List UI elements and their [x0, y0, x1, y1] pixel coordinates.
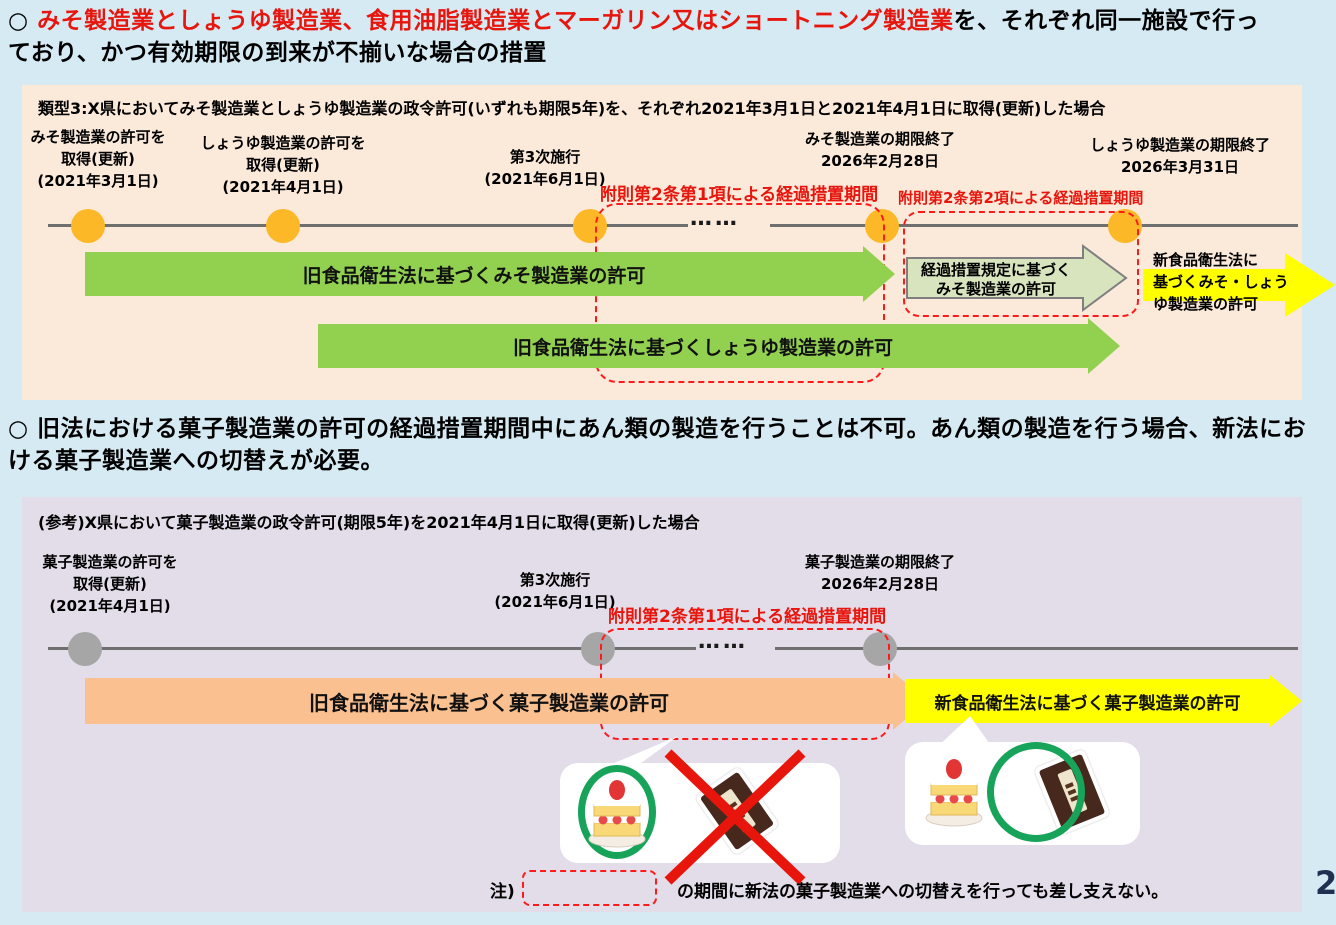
- event-miso-acquired: みそ製造業の許可を 取得(更新) (2021年3月1日): [30, 128, 166, 190]
- green-circle-icon: [987, 742, 1085, 842]
- arrow-transitional-miso-label: 経過措置規定に基づく みそ製造業の許可: [920, 261, 1071, 298]
- event-shoyu-expiry: しょうゆ製造業の期限終了 2026年3月31日: [1089, 136, 1270, 176]
- heading1-highlight: みそ製造業としょうゆ製造業、食用油脂製造業とマーガリン又はショートニング製造業: [37, 8, 954, 34]
- event-miso-expiry: みそ製造業の期限終了 2026年2月28日: [804, 130, 955, 170]
- arrow-old-law-miso: 旧食品衛生法に基づくみそ製造業の許可: [85, 246, 895, 302]
- callout-allowed-under-new-law: [905, 716, 1140, 845]
- arrow-transitional-shape: [906, 244, 1128, 312]
- event-kashi-acquired: 菓子製造業の許可を 取得(更新) (2021年4月1日): [42, 553, 178, 615]
- red-x-icon: [664, 749, 806, 885]
- event-third-enforcement-2: 第3次施行 (2021年6月1日): [494, 571, 616, 611]
- note-prefix: 注): [490, 882, 515, 902]
- arrow-new-law-kashi-label: 新食品衛生法に基づく菓子製造業の許可: [934, 693, 1241, 714]
- transition-period-label-3: 附則第2条第1項による経過措置期間: [608, 607, 887, 627]
- timeline-ellipsis: ……: [690, 206, 740, 231]
- green-circle-icon: [578, 765, 656, 859]
- arrow-head: [1088, 318, 1120, 374]
- arrow-head: [1270, 675, 1302, 727]
- page-number: 2: [1315, 864, 1336, 902]
- panel-reference-kashi: (参考)X県において菓子製造業の政令許可(期限5年)を2021年4月1日に取得(…: [22, 497, 1302, 912]
- arrow-new-law-miso-shoyu-label: 新食品衛生法に 基づくみそ・しょう ゆ製造業の許可: [1153, 251, 1289, 313]
- event-third-enforcement: 第3次施行 (2021年6月1日): [484, 148, 606, 188]
- arrow-old-law-shoyu-label: 旧食品衛生法に基づくしょうゆ製造業の許可: [512, 336, 893, 359]
- timeline-ellipsis: ……: [698, 629, 748, 654]
- timeline-dot-kashi-acquired: [68, 632, 102, 666]
- heading1-bullet: ○: [8, 8, 29, 34]
- timeline-line: [48, 647, 696, 650]
- arrow-new-law-miso-shoyu: [1143, 253, 1336, 317]
- arrow-new-law-kashi: 新食品衛生法に基づく菓子製造業の許可: [905, 675, 1302, 727]
- transition-period-label-2: 附則第2条第2項による経過措置期間: [898, 189, 1144, 207]
- arrow-old-law-shoyu: 旧食品衛生法に基づくしょうゆ製造業の許可: [318, 318, 1120, 374]
- heading-anko-restriction: ○ 旧法における菓子製造業の許可の経過措置期間中にあん類の製造を行うことは不可。…: [8, 414, 1308, 477]
- arrow-old-law-kashi: 旧食品衛生法に基づく菓子製造業の許可: [85, 672, 927, 730]
- timeline-line: [775, 647, 1298, 650]
- arrow-head: [863, 246, 895, 302]
- transition-period-label-1: 附則第2条第1項による経過措置期間: [600, 185, 879, 205]
- timeline-dot-shoyu-acquired: [266, 209, 300, 243]
- arrow-transitional-miso: 経過措置規定に基づく みそ製造業の許可: [905, 243, 1130, 313]
- panel1-caption: 類型3:X県においてみそ製造業としょうゆ製造業の政令許可(いずれも期限5年)を、…: [38, 99, 1106, 118]
- heading2-bullet: ○: [8, 416, 29, 442]
- note-text: の期間に新法の菓子製造業への切替えを行っても差し支えない。: [677, 882, 1169, 902]
- heading-uneven-expiry: ○ みそ製造業としょうゆ製造業、食用油脂製造業とマーガリン又はショートニング製造…: [8, 6, 1280, 69]
- arrow-new-law-shape: [1143, 253, 1335, 317]
- shortcake-icon: [588, 780, 646, 848]
- transition-dashed-box-2: [903, 211, 1139, 317]
- callout-prohibited-during-transition: [560, 736, 840, 885]
- arrow-old-law-kashi-label: 旧食品衛生法に基づく菓子製造業の許可: [309, 690, 669, 715]
- panel2-caption: (参考)X県において菓子製造業の政令許可(期限5年)を2021年4月1日に取得(…: [38, 513, 700, 532]
- timeline-line: [770, 224, 1298, 227]
- shortcake-icon: [925, 759, 983, 827]
- event-kashi-expiry: 菓子製造業の期限終了 2026年2月28日: [804, 553, 955, 593]
- heading1-rest: を、それぞれ同一施設で行っており、かつ有効期限の到来が不揃いな場合の措置: [8, 8, 1260, 66]
- panel-type3-miso-shoyu: 類型3:X県においてみそ製造業としょうゆ製造業の政令許可(いずれも期限5年)を、…: [22, 85, 1335, 400]
- event-shoyu-acquired: しょうゆ製造業の許可を 取得(更新) (2021年4月1日): [200, 134, 366, 196]
- timeline-line: [48, 224, 688, 227]
- arrow-old-law-miso-label: 旧食品衛生法に基づくみそ製造業の許可: [302, 264, 646, 287]
- heading2-text: 旧法における菓子製造業の許可の経過措置期間中にあん類の製造を行うことは不可。あん…: [8, 416, 1307, 474]
- timeline-dot-miso-acquired: [71, 209, 105, 243]
- note-dashed-box-legend: [522, 870, 657, 906]
